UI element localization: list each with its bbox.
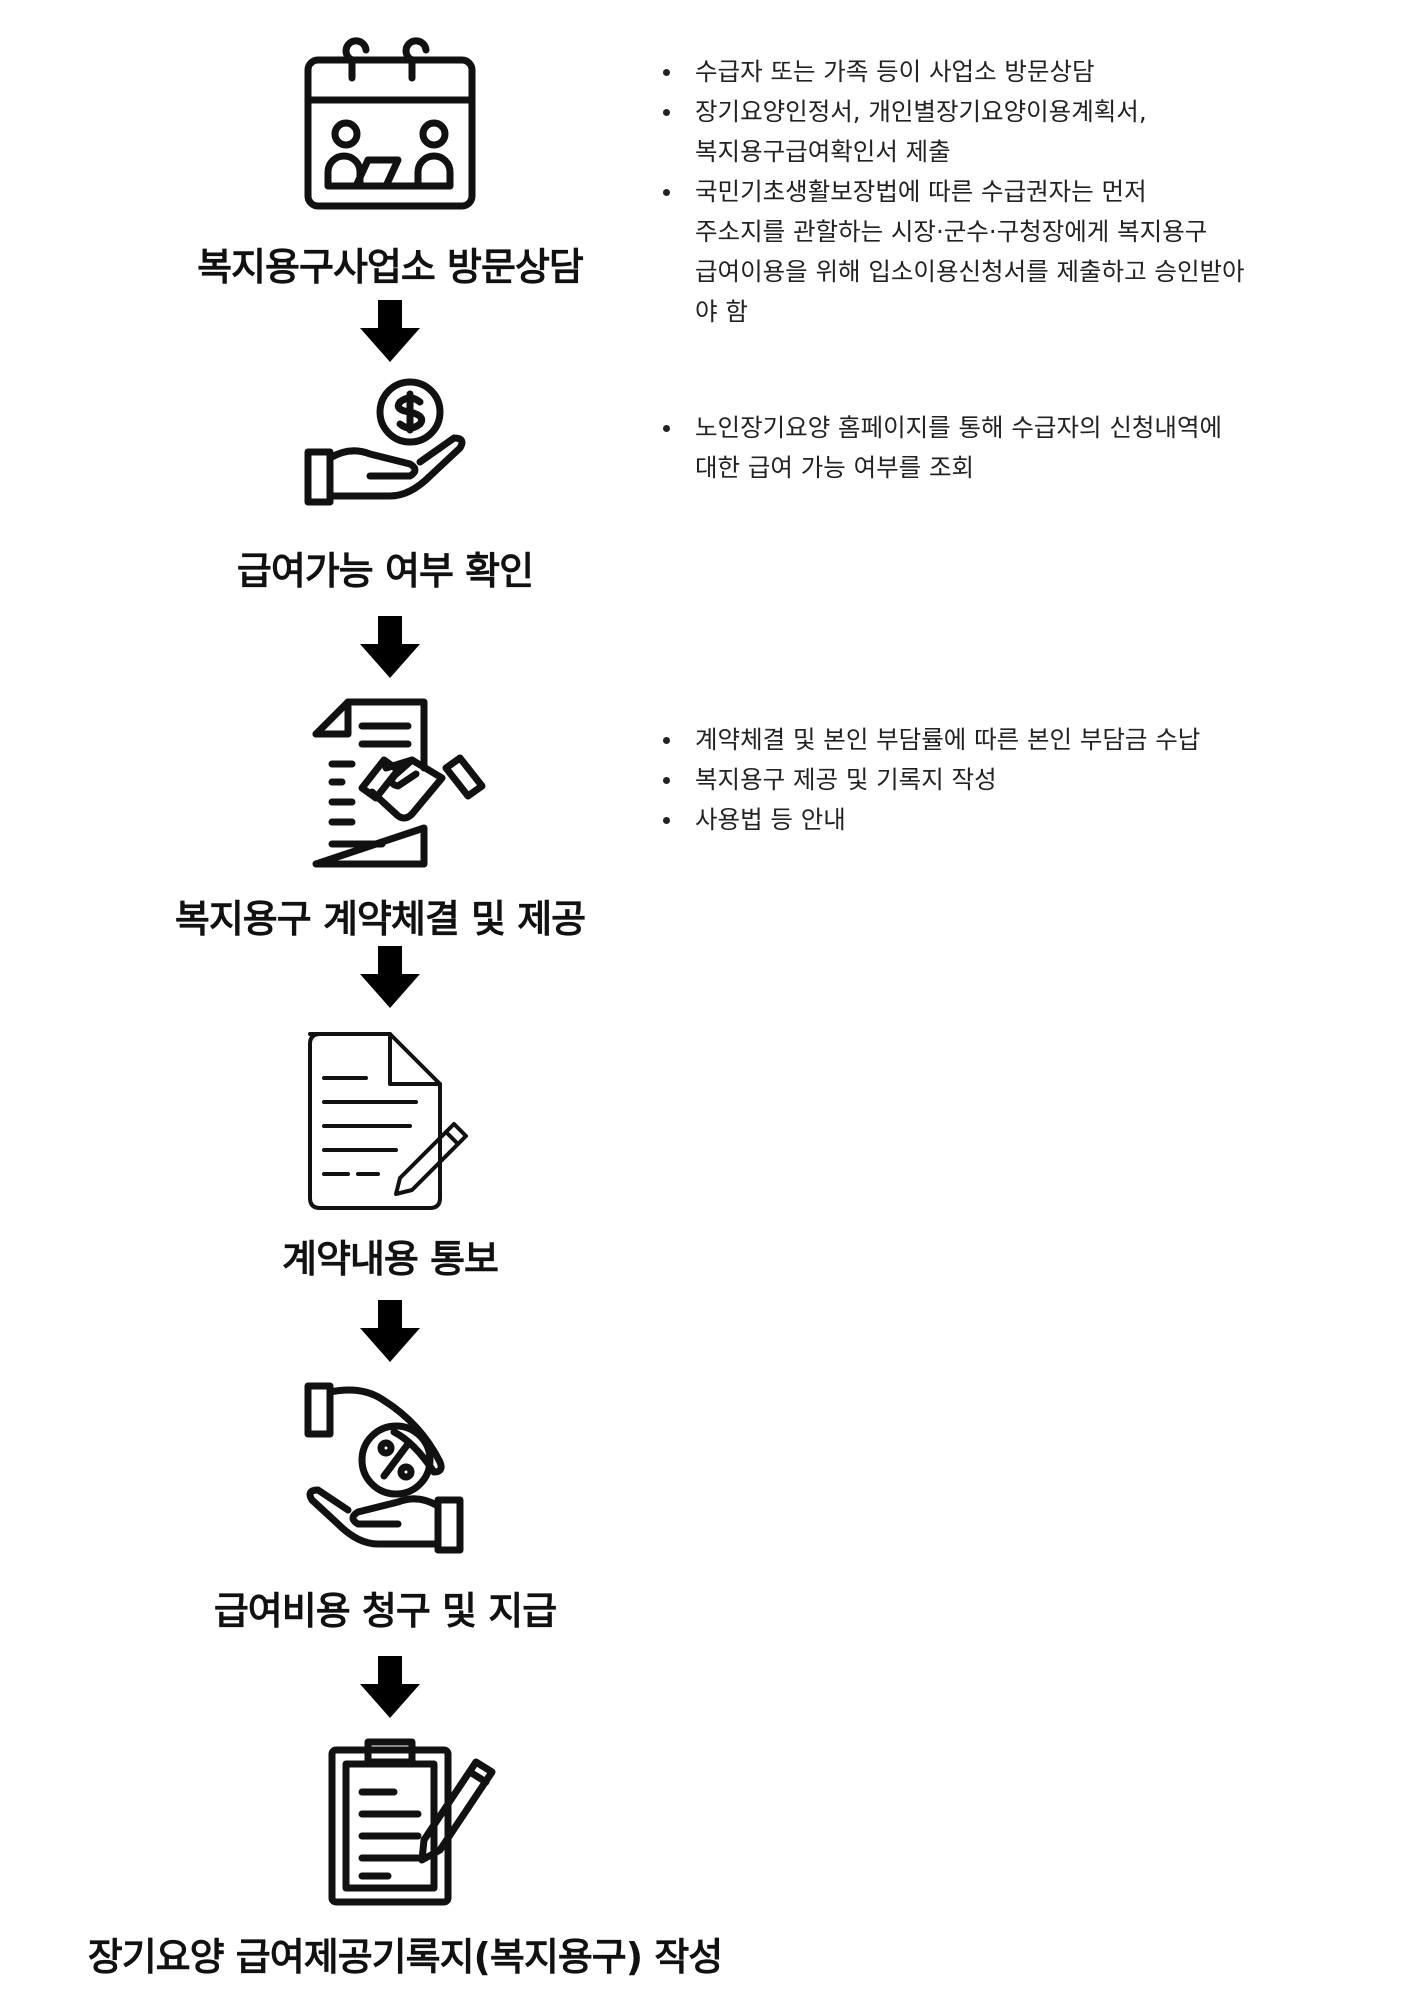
note-item: 계약체결 및 본인 부담률에 따른 본인 부담금 수납 <box>655 720 1200 760</box>
note-item: 복지용구 제공 및 기록지 작성 <box>655 760 1200 800</box>
calendar-consultation-icon <box>300 38 480 213</box>
arrow-down-icon <box>360 300 420 362</box>
step-title-5: 급여비용 청구 및 지급 <box>213 1589 557 1633</box>
step-title-1: 복지용구사업소 방문상담 <box>197 245 584 289</box>
step-title-2: 급여가능 여부 확인 <box>236 549 534 593</box>
contract-handshake-icon <box>312 698 487 868</box>
step-title-3: 복지용구 계약체결 및 제공 <box>174 897 586 941</box>
arrow-down-icon <box>360 1656 420 1718</box>
note-item: 사용법 등 안내 <box>655 800 1200 840</box>
note-item: 수급자 또는 가족 등이 사업소 방문상담 <box>655 52 1245 92</box>
clipboard-pen-icon <box>328 1736 503 1906</box>
document-pen-icon <box>300 1028 480 1213</box>
step-title-4: 계약내용 통보 <box>282 1237 499 1281</box>
hand-percent-icon <box>300 1380 470 1560</box>
note-item: 장기요양인정서, 개인별장기요양이용계획서,복지용구급여확인서 제출 <box>655 92 1245 172</box>
hand-coin-icon <box>300 378 470 508</box>
arrow-down-icon <box>360 1300 420 1362</box>
step-notes-3: 계약체결 및 본인 부담률에 따른 본인 부담금 수납 복지용구 제공 및 기록… <box>655 720 1200 840</box>
step-title-6: 장기요양 급여제공기록지(복지용구) 작성 <box>87 1935 724 1979</box>
arrow-down-icon <box>360 946 420 1008</box>
step-notes-1: 수급자 또는 가족 등이 사업소 방문상담 장기요양인정서, 개인별장기요양이용… <box>655 52 1245 332</box>
arrow-down-icon <box>360 616 420 678</box>
